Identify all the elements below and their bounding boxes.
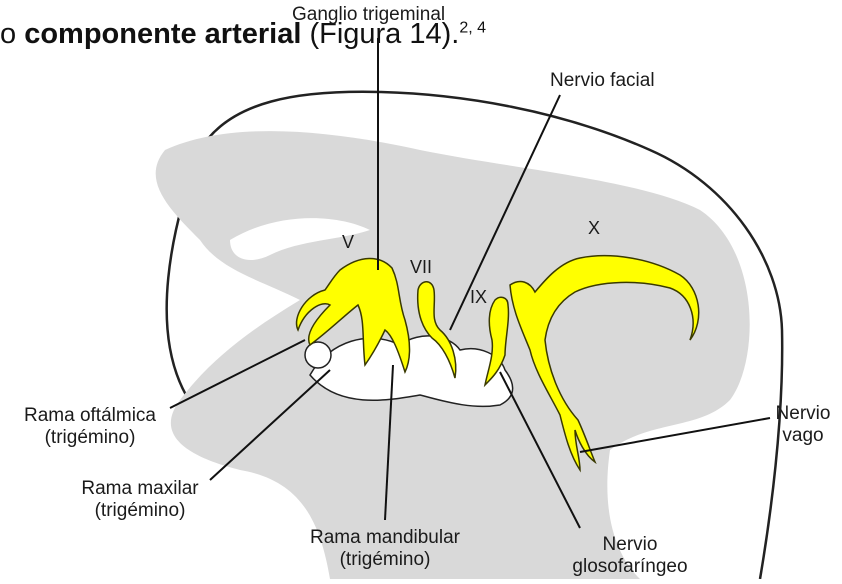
- rama-maxilar-line1: Rama maxilar: [70, 478, 210, 500]
- rama-mandibular-line2: (trigémino): [300, 549, 470, 571]
- rama-maxilar-line2: (trigémino): [70, 500, 210, 522]
- numeral-ix: IX: [470, 287, 487, 308]
- vago-line1: Nervio: [768, 403, 838, 425]
- caption-prefix: o: [0, 18, 16, 50]
- label-rama-oftalmica: Rama oftálmica (trigémino): [10, 405, 170, 449]
- label-rama-mandibular: Rama mandibular (trigémino): [300, 527, 470, 571]
- label-ganglio-trigeminal: Ganglio trigeminal: [292, 4, 445, 26]
- rama-oftalmica-line1: Rama oftálmica: [10, 405, 170, 427]
- rama-oftalmica-line2: (trigémino): [10, 427, 170, 449]
- numeral-v: V: [342, 232, 354, 253]
- label-nervio-vago: Nervio vago: [768, 403, 838, 447]
- rama-mandibular-line1: Rama mandibular: [300, 527, 470, 549]
- label-nervio-glosofaringeo: Nervio glosofaríngeo: [560, 534, 700, 578]
- eye-vesicle: [305, 342, 331, 368]
- label-rama-maxilar: Rama maxilar (trigémino): [70, 478, 210, 522]
- caption-bold: componente arterial: [24, 18, 301, 50]
- vago-line2: vago: [768, 425, 838, 447]
- label-nervio-facial: Nervio facial: [550, 70, 655, 92]
- numeral-x: X: [588, 218, 600, 239]
- glosofaringeo-line2: glosofaríngeo: [560, 556, 700, 578]
- numeral-vii: VII: [410, 257, 432, 278]
- glosofaringeo-line1: Nervio: [560, 534, 700, 556]
- caption-superscript: 2, 4: [459, 19, 486, 36]
